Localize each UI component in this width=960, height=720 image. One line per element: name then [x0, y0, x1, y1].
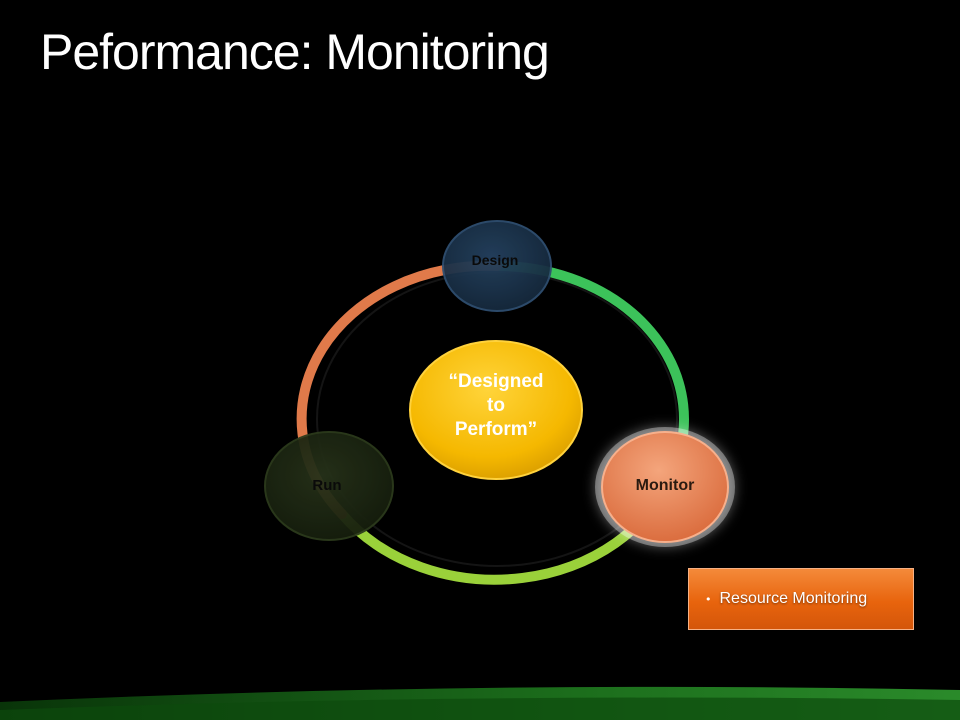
run-node-label: Run: [312, 477, 341, 494]
design-node-label: Design: [472, 252, 519, 268]
center-label-line-3: Perform”: [455, 419, 537, 440]
floor-swoosh: [0, 686, 960, 720]
callout-text: Resource Monitoring: [719, 590, 868, 607]
resource-monitoring-callout: • Resource Monitoring: [688, 568, 914, 630]
run-node: [264, 431, 394, 541]
bullet-icon: •: [705, 592, 712, 606]
design-node: [442, 220, 552, 312]
center-label-line-2: to: [487, 395, 505, 416]
slide-title: Peformance: Monitoring: [40, 24, 550, 80]
center-circle: [409, 340, 583, 480]
monitor-node: [601, 431, 729, 543]
monitor-node-label: Monitor: [636, 477, 695, 494]
center-label-line-1: “Designed: [448, 371, 543, 392]
